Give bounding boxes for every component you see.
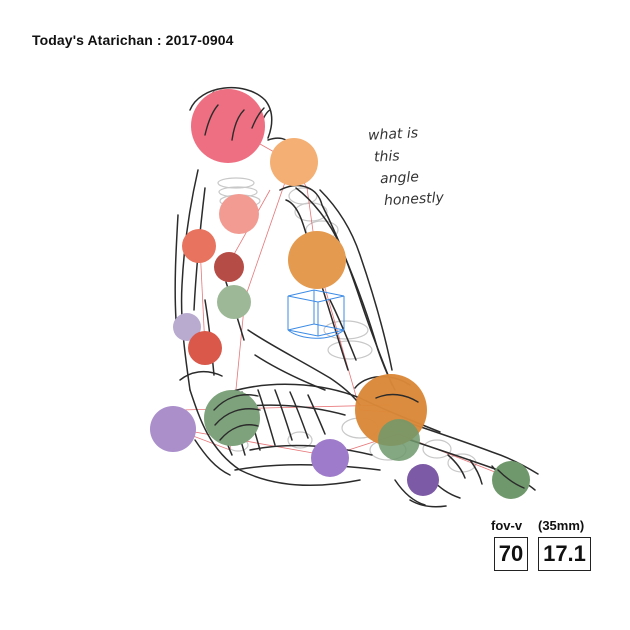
joint-circle-ankle (407, 464, 439, 496)
joint-circle-elbow (288, 231, 346, 289)
joint-circle-near-shoulder (270, 138, 318, 186)
joint-circle-ankle-green (378, 419, 420, 461)
joint-circle-wrist (188, 331, 222, 365)
lens-value: 17.1 (538, 537, 591, 571)
joint-circle-neck (219, 194, 259, 234)
page-title: Today's Atarichan : 2017-0904 (32, 32, 234, 48)
joint-circle-far-hip (150, 406, 196, 452)
note-line: honestly (383, 189, 445, 210)
joint-circle-hip (204, 390, 260, 446)
perspective-cube (287, 289, 345, 339)
lens-label: (35mm) (538, 518, 585, 533)
joint-circle-head (191, 89, 265, 163)
joint-circle-far-elbow (173, 313, 201, 341)
joint-circle-far-shoulder (182, 229, 216, 263)
fov-value: 70 (494, 537, 528, 571)
joint-circle-chest (214, 252, 244, 282)
joint-circle-far-knee (311, 439, 349, 477)
fov-label: fov-v (491, 518, 523, 533)
overlay-strokes (204, 104, 525, 489)
joint-circle-waist (217, 285, 251, 319)
handwritten-note: what is this angle honestly (368, 122, 478, 210)
joint-circle-foot (492, 461, 530, 499)
joint-circles (150, 89, 530, 499)
